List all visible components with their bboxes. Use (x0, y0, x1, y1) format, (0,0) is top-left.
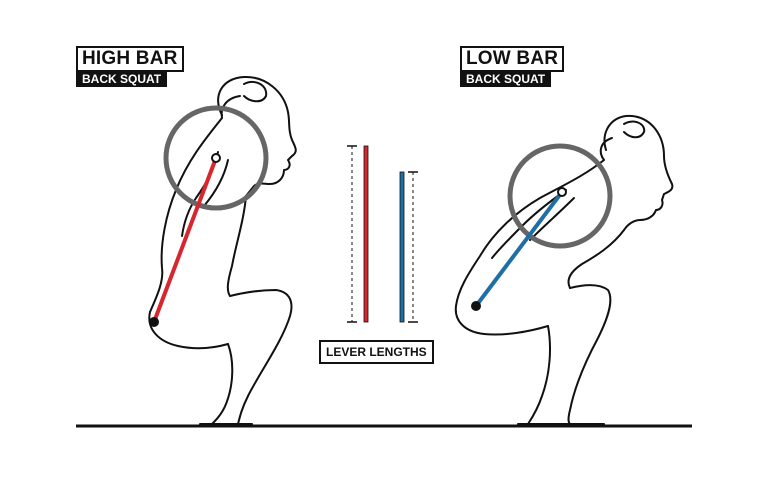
low-bar-hip-point (471, 301, 481, 311)
low-bar-title: LOW BAR (460, 46, 565, 72)
low-bar-bar-point (557, 187, 567, 197)
low-bar-lever-arm (474, 190, 564, 308)
high-bar-title: HIGH BAR (76, 46, 184, 72)
high-bar-lever-length (347, 145, 369, 323)
low-bar-shoulder-circle (507, 143, 613, 249)
low-bar-subtitle: BACK SQUAT (460, 71, 552, 87)
high-bar-shoulder-circle (163, 105, 269, 211)
low-bar-lever-length (399, 171, 418, 323)
low-bar-label: LOW BAR BACK SQUAT (460, 46, 565, 87)
high-bar-bar-point (211, 153, 221, 163)
lever-lengths-label: LEVER LENGTHS (319, 340, 434, 364)
high-bar-lever-arm (152, 157, 218, 323)
high-bar-subtitle: BACK SQUAT (76, 71, 168, 87)
high-bar-label: HIGH BAR BACK SQUAT (76, 46, 184, 87)
low-bar-figure (454, 114, 674, 425)
high-bar-hip-point (149, 317, 159, 327)
high-bar-figure (148, 75, 297, 425)
